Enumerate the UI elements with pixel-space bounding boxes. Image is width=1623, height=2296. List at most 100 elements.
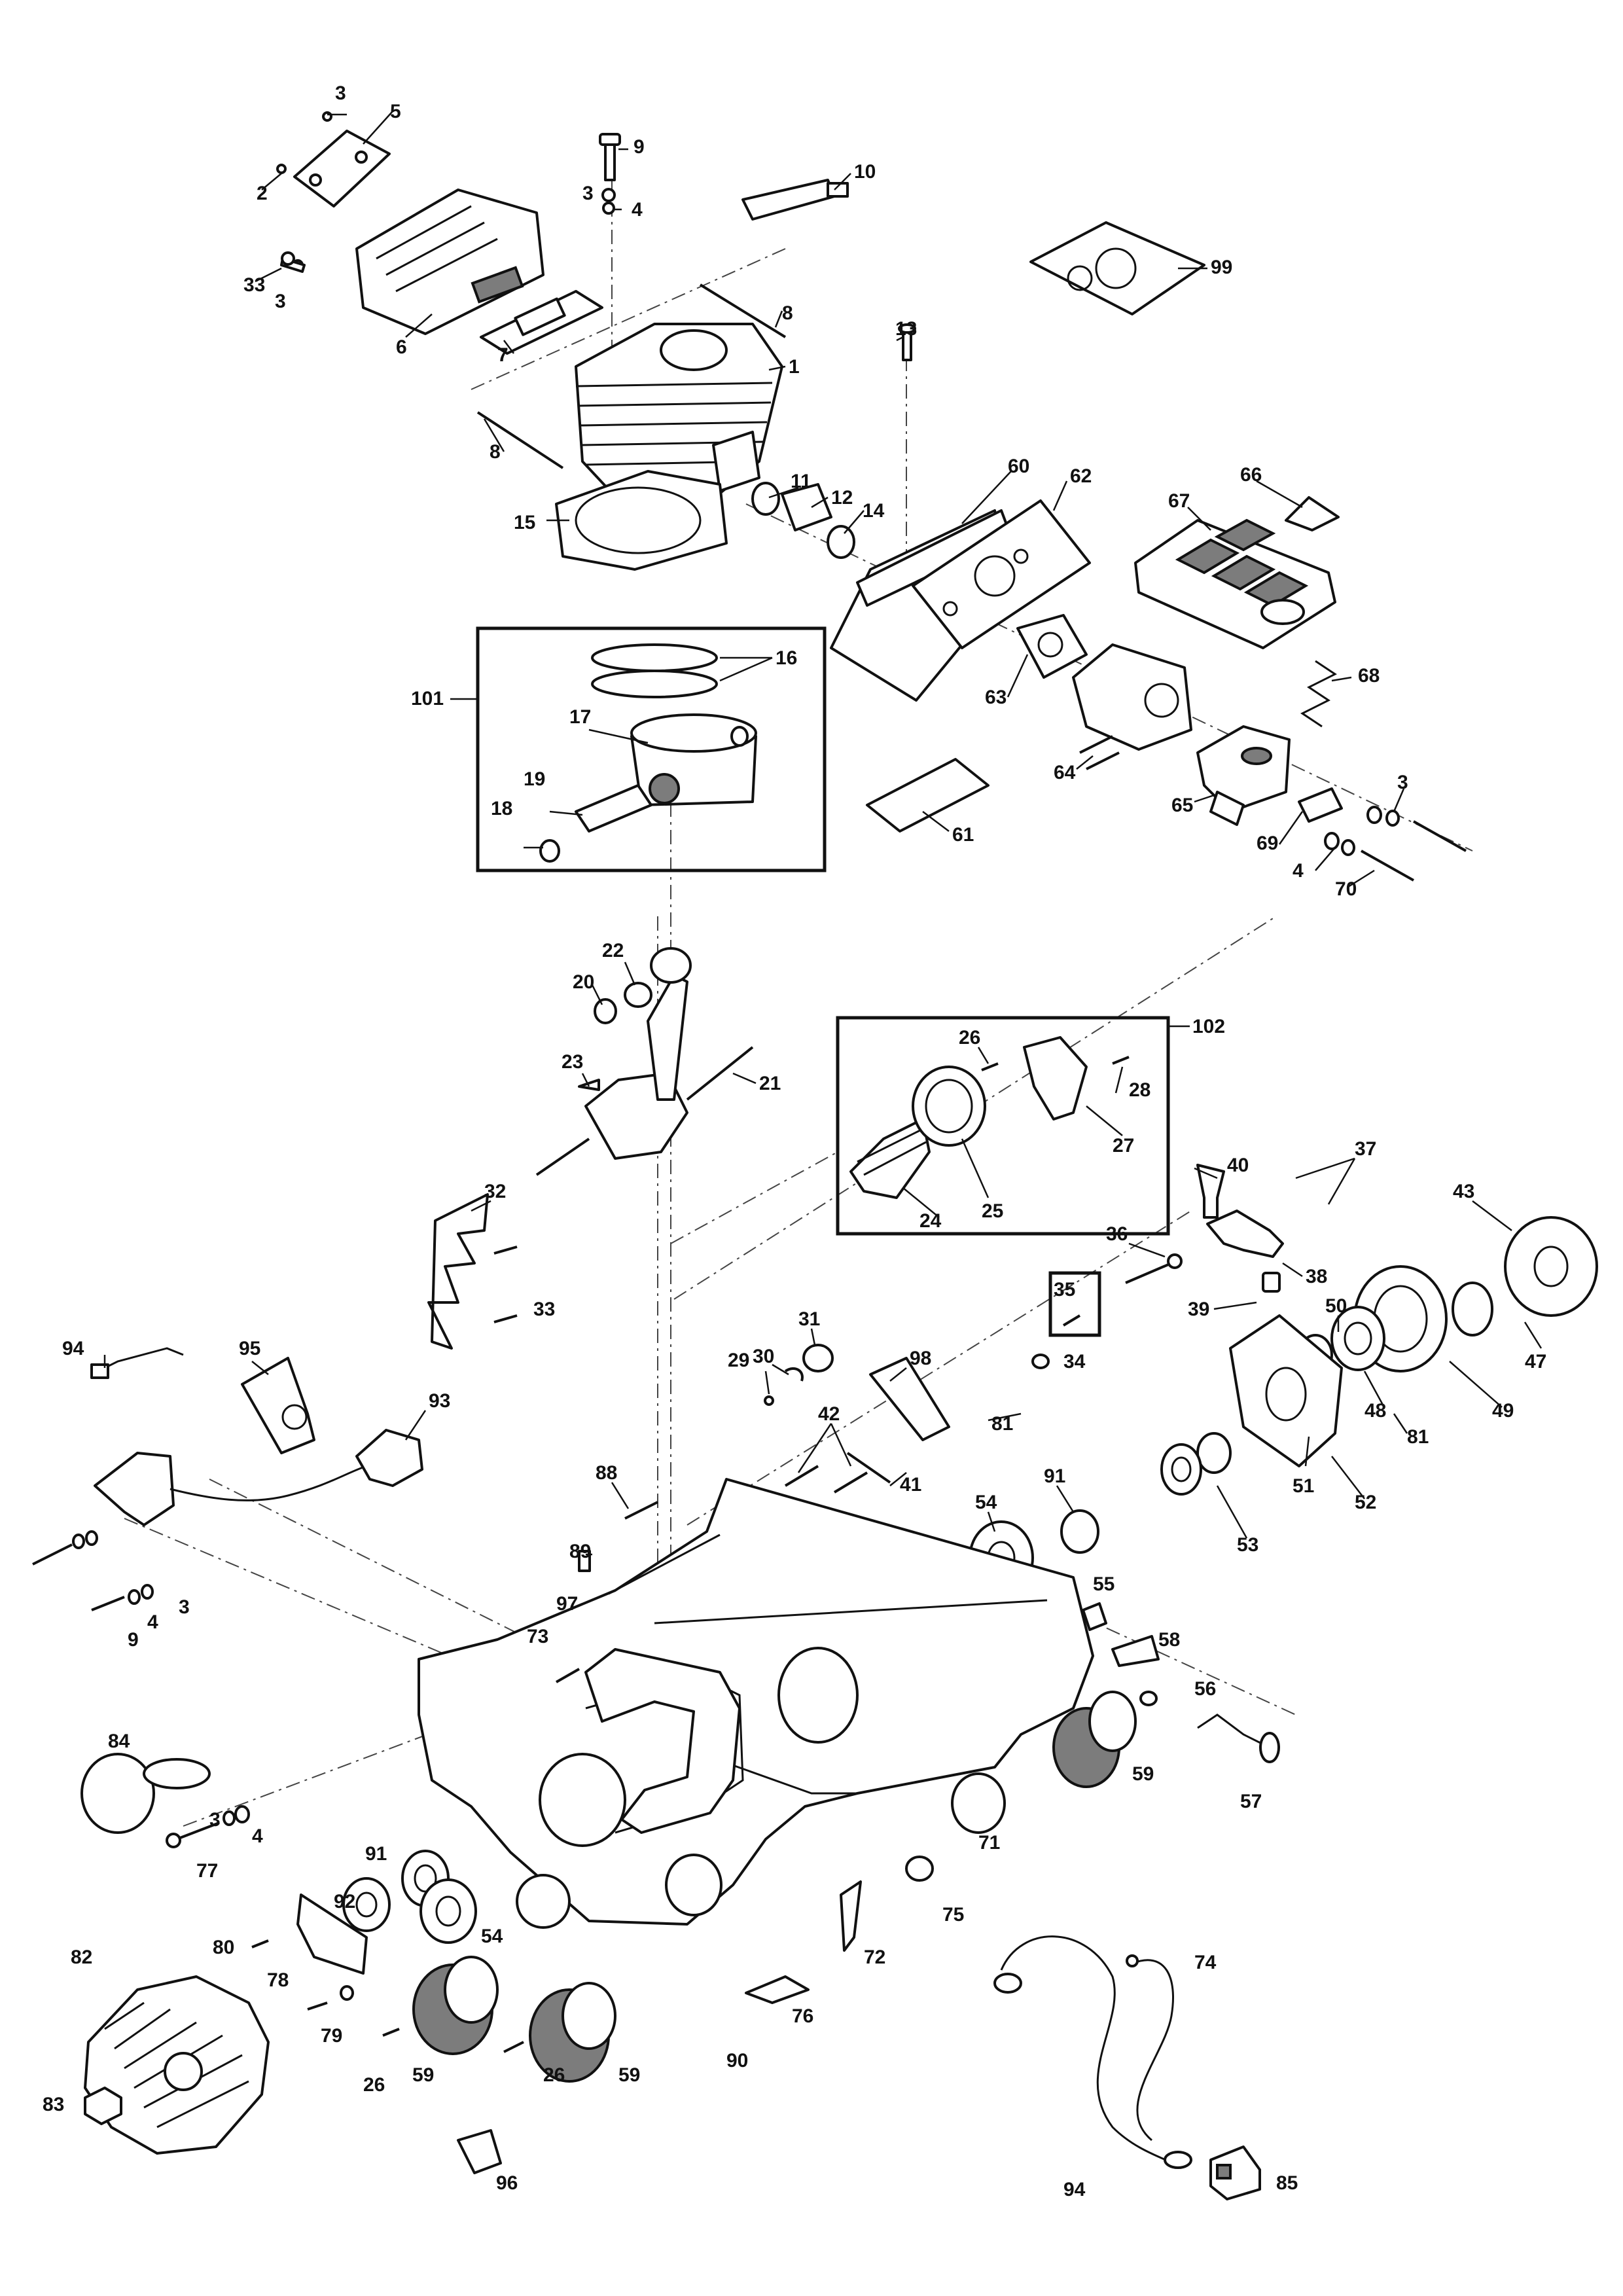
callout-label: 95: [239, 1338, 260, 1359]
filter-adapter: [1196, 725, 1291, 826]
callout-label: 92: [334, 1891, 355, 1912]
callout-label: 37: [1355, 1138, 1376, 1160]
needle-bearing: [594, 982, 652, 1024]
small-pin-parts: [764, 1344, 834, 1406]
callout-label: 24: [919, 1210, 942, 1232]
axis-line: [687, 1210, 1192, 1526]
air-filter: [1134, 518, 1336, 649]
crankcase-pin: [556, 1668, 580, 1683]
callout-label: 3: [275, 291, 286, 312]
callout-label: 41: [900, 1474, 921, 1496]
kit-34-box: [1048, 1271, 1101, 1337]
bumper-spike: [427, 1193, 489, 1350]
callout-label: 23: [562, 1051, 583, 1073]
carb-washers: [1324, 806, 1400, 856]
callout-label: 84: [108, 1731, 130, 1752]
carburetor: [1072, 643, 1192, 751]
callout-label: 21: [759, 1073, 781, 1094]
piston-rings: [591, 643, 718, 698]
callout-label: 81: [991, 1413, 1013, 1435]
callout-label: 67: [1168, 490, 1190, 512]
kit-102-frame: [836, 1016, 1170, 1236]
callout-label: 65: [1171, 795, 1193, 816]
callout-label: 53: [1237, 1534, 1258, 1556]
callout-label: 61: [952, 824, 974, 846]
piston-kit-box: [476, 626, 827, 872]
recoil-kit-box: [836, 1016, 1170, 1236]
callout-label: 1: [789, 356, 800, 378]
callout-label: 12: [831, 487, 853, 509]
callout-label: 94: [62, 1338, 84, 1359]
callout-label: 30: [753, 1346, 774, 1367]
callout-label: 54: [481, 1926, 503, 1947]
long-carb-bolts: [1361, 820, 1467, 882]
axis-line: [471, 248, 786, 390]
callout-label: 68: [1358, 665, 1380, 687]
cylinder: [575, 323, 783, 512]
oil-pump: [1206, 1210, 1284, 1258]
callout-label: 59: [1132, 1763, 1154, 1785]
callout-label: 8: [782, 302, 793, 324]
bolt-77: [166, 1805, 250, 1848]
ignition-coil: [94, 1452, 367, 1526]
callout-label: 52: [1355, 1492, 1376, 1513]
kit-101-label: 101: [411, 688, 444, 709]
coil-screws: [32, 1530, 154, 1611]
callout-label: 19: [524, 768, 545, 790]
spark-plug-boot: [355, 1429, 423, 1487]
callout-label: 7: [497, 344, 508, 366]
spacer-pin: [578, 1501, 658, 1572]
callout-label: 13: [895, 318, 917, 340]
pin-circlip: [539, 726, 749, 863]
callout-label: 15: [514, 512, 535, 533]
guide-plate: [869, 1354, 1050, 1441]
callout-label: 96: [496, 2172, 518, 2194]
callout-label: 72: [864, 1946, 885, 1968]
circlip-right: [1060, 1509, 1099, 1554]
callout-label: 20: [573, 971, 594, 993]
callout-label: 82: [71, 1946, 92, 1968]
muffler-gasket: [480, 290, 603, 355]
air-filter-spring: [1300, 660, 1337, 728]
kit-101-frame: [476, 626, 827, 872]
ignition-shield: [241, 1357, 315, 1454]
callout-label: 54: [975, 1492, 997, 1513]
callout-label: 39: [1188, 1299, 1209, 1320]
callout-label: 63: [985, 687, 1007, 708]
callout-label: 60: [1008, 456, 1029, 477]
carburetor-adjust-screws: [1079, 735, 1120, 770]
callout-label: 55: [1093, 1573, 1115, 1595]
small-screws-lower: [251, 1939, 524, 2053]
callout-label: 66: [1240, 464, 1262, 486]
small-plug: [1262, 1272, 1281, 1293]
callout-label: 29: [728, 1350, 749, 1371]
left-seals: [342, 1850, 477, 1944]
callout-label: 90: [726, 2050, 748, 2072]
bracket-76: [745, 1975, 810, 2004]
callout-label: 31: [798, 1308, 820, 1330]
callout-label: 69: [1257, 833, 1278, 854]
callout-label: 97: [556, 1593, 578, 1615]
callout-label: 62: [1070, 465, 1092, 487]
oil-tank-cap: [80, 1753, 211, 1834]
callout-label: 94: [1063, 2179, 1086, 2200]
crankshaft: [535, 947, 754, 1176]
callout-label: 56: [1194, 1678, 1216, 1700]
callout-label: 85: [1276, 2172, 1298, 2194]
cylinder-pins: [476, 283, 787, 469]
callout-leaders: [103, 111, 1543, 1556]
callout-label: 49: [1492, 1400, 1514, 1422]
callout-label: 59: [412, 2064, 434, 2086]
callout-label: 89: [569, 1541, 591, 1562]
cylinder-bolt: [599, 133, 621, 181]
callout-label: 4: [632, 199, 643, 221]
adjust-screw: [1125, 1253, 1183, 1284]
piston-pin: [575, 784, 652, 833]
air-filter-knob: [1285, 496, 1340, 531]
callout-label: 47: [1525, 1351, 1546, 1372]
intake-manifold-rings: [751, 482, 855, 559]
axis-line: [209, 1479, 681, 1715]
callout-label: 83: [43, 2094, 64, 2115]
callout-label: 9: [633, 136, 645, 158]
intake-screw: [898, 323, 916, 361]
